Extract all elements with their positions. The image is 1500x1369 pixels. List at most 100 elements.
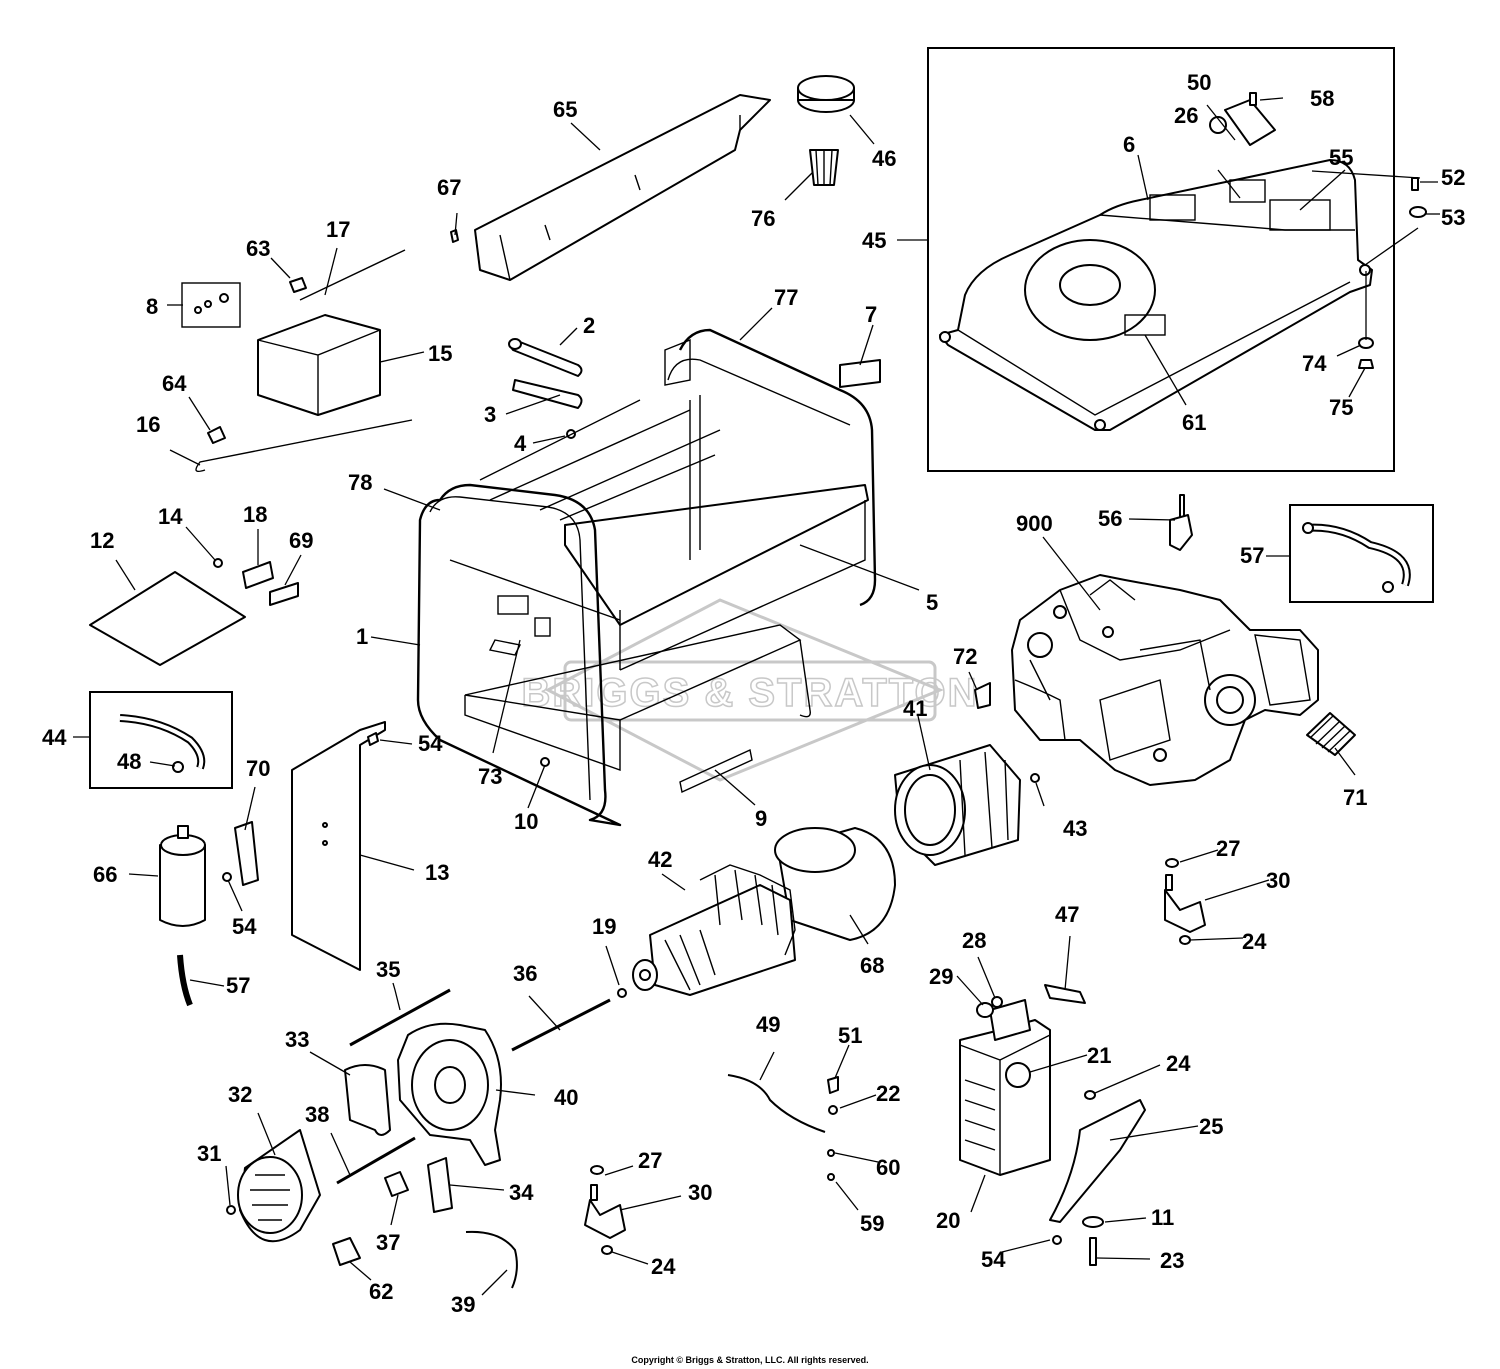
screw-54c bbox=[1052, 1235, 1062, 1245]
callout-27b: 27 bbox=[1216, 836, 1240, 861]
callout-6: 6 bbox=[1123, 132, 1135, 157]
callout-45: 45 bbox=[862, 228, 886, 253]
callout-78: 78 bbox=[348, 470, 372, 495]
nut-24c bbox=[1084, 1090, 1096, 1100]
hold-down-rod-17 bbox=[299, 249, 406, 301]
callout-35: 35 bbox=[376, 957, 400, 982]
callout-50: 50 bbox=[1187, 70, 1211, 95]
label-69 bbox=[269, 582, 299, 606]
callout-4: 4 bbox=[514, 431, 527, 456]
screw-54a bbox=[367, 732, 379, 746]
callout-8: 8 bbox=[146, 294, 158, 319]
callout-19: 19 bbox=[592, 914, 616, 939]
spring-coils bbox=[1309, 715, 1352, 753]
nut-43 bbox=[1030, 773, 1040, 783]
callout-16: 16 bbox=[136, 412, 160, 437]
callout-24b: 24 bbox=[1242, 929, 1267, 954]
callout-65: 65 bbox=[553, 97, 577, 122]
callout-74: 74 bbox=[1302, 351, 1327, 376]
callout-17: 17 bbox=[326, 217, 350, 242]
callout-47: 47 bbox=[1055, 902, 1079, 927]
gasket-47 bbox=[1044, 984, 1086, 1004]
side-panel bbox=[291, 721, 386, 971]
callout-29: 29 bbox=[929, 964, 953, 989]
callout-54c: 54 bbox=[981, 1247, 1006, 1272]
callout-26: 26 bbox=[1174, 103, 1198, 128]
callout-57b: 57 bbox=[226, 973, 250, 998]
callout-46: 46 bbox=[872, 146, 896, 171]
callout-36: 36 bbox=[513, 961, 537, 986]
through-bolt-36 bbox=[511, 998, 611, 1052]
label-7 bbox=[839, 359, 881, 388]
callout-71: 71 bbox=[1343, 785, 1367, 810]
callout-25: 25 bbox=[1199, 1114, 1223, 1139]
control-panel-plate bbox=[89, 571, 246, 666]
watermark-logo: BRIGGS & STRATTON bbox=[521, 598, 979, 782]
bolt-64 bbox=[207, 426, 226, 444]
receptacle-62 bbox=[332, 1237, 361, 1266]
callout-20: 20 bbox=[936, 1208, 960, 1233]
callout-14: 14 bbox=[158, 504, 183, 529]
callout-24a: 24 bbox=[651, 1254, 676, 1279]
filter-bracket bbox=[234, 821, 259, 886]
callout-52: 52 bbox=[1441, 165, 1465, 190]
fuel-filter bbox=[159, 825, 206, 927]
callouts: 65 46 76 67 63 17 8 15 64 16 2 3 4 77 7 … bbox=[42, 70, 1465, 1317]
rear-housing bbox=[397, 1022, 502, 1166]
nut-29 bbox=[976, 1002, 994, 1018]
ground-wire-49 bbox=[727, 1074, 826, 1133]
handle-grip bbox=[508, 338, 583, 377]
end-cover-32 bbox=[237, 1129, 321, 1243]
screw-59 bbox=[827, 1173, 835, 1181]
wire-39 bbox=[465, 1230, 518, 1289]
fuel-strainer bbox=[809, 149, 839, 186]
callout-31: 31 bbox=[197, 1141, 221, 1166]
callout-51: 51 bbox=[838, 1023, 862, 1048]
callout-15: 15 bbox=[428, 341, 452, 366]
fuel-hose-57 bbox=[177, 954, 193, 1007]
callout-59: 59 bbox=[860, 1211, 884, 1236]
battery-hardware-kit-box bbox=[181, 282, 241, 328]
callout-48: 48 bbox=[117, 749, 141, 774]
callout-7: 7 bbox=[865, 302, 877, 327]
washer-11 bbox=[1082, 1216, 1104, 1228]
callout-55: 55 bbox=[1329, 145, 1353, 170]
tank-hardware bbox=[1358, 177, 1427, 369]
callout-33: 33 bbox=[285, 1027, 309, 1052]
bolt-63 bbox=[289, 277, 307, 293]
screw-14 bbox=[213, 558, 223, 568]
stator-cover bbox=[774, 827, 896, 941]
rod-38 bbox=[336, 1136, 416, 1185]
small-screw-67 bbox=[450, 229, 459, 243]
screw-54b bbox=[222, 872, 232, 882]
callout-54a: 54 bbox=[418, 731, 443, 756]
callout-70: 70 bbox=[246, 756, 270, 781]
callout-68: 68 bbox=[860, 953, 884, 978]
fuel-gauge bbox=[1209, 92, 1276, 146]
callout-18: 18 bbox=[243, 502, 267, 527]
callout-13: 13 bbox=[425, 860, 449, 885]
choke-valve-56 bbox=[1169, 494, 1193, 551]
copyright-notice: Copyright © Briggs & Stratton, LLC. All … bbox=[631, 1355, 868, 1365]
callout-1: 1 bbox=[356, 624, 368, 649]
callout-69: 69 bbox=[289, 528, 313, 553]
watermark-text: BRIGGS & STRATTON bbox=[522, 671, 979, 715]
callout-900: 900 bbox=[1016, 511, 1053, 536]
callout-34: 34 bbox=[509, 1180, 534, 1205]
callout-21: 21 bbox=[1087, 1043, 1111, 1068]
washer-60 bbox=[827, 1149, 835, 1157]
rotor bbox=[632, 864, 796, 996]
callout-11: 11 bbox=[1151, 1205, 1174, 1230]
callout-58: 58 bbox=[1310, 86, 1334, 111]
callout-64: 64 bbox=[162, 371, 187, 396]
clip-72 bbox=[974, 682, 991, 709]
callout-53: 53 bbox=[1441, 205, 1465, 230]
callout-22: 22 bbox=[876, 1081, 900, 1106]
callout-9: 9 bbox=[755, 806, 767, 831]
callout-60: 60 bbox=[876, 1155, 900, 1180]
vibration-mount-left bbox=[584, 1165, 626, 1255]
callout-2: 2 bbox=[583, 313, 595, 338]
callout-38: 38 bbox=[305, 1102, 329, 1127]
callout-3: 3 bbox=[484, 402, 496, 427]
